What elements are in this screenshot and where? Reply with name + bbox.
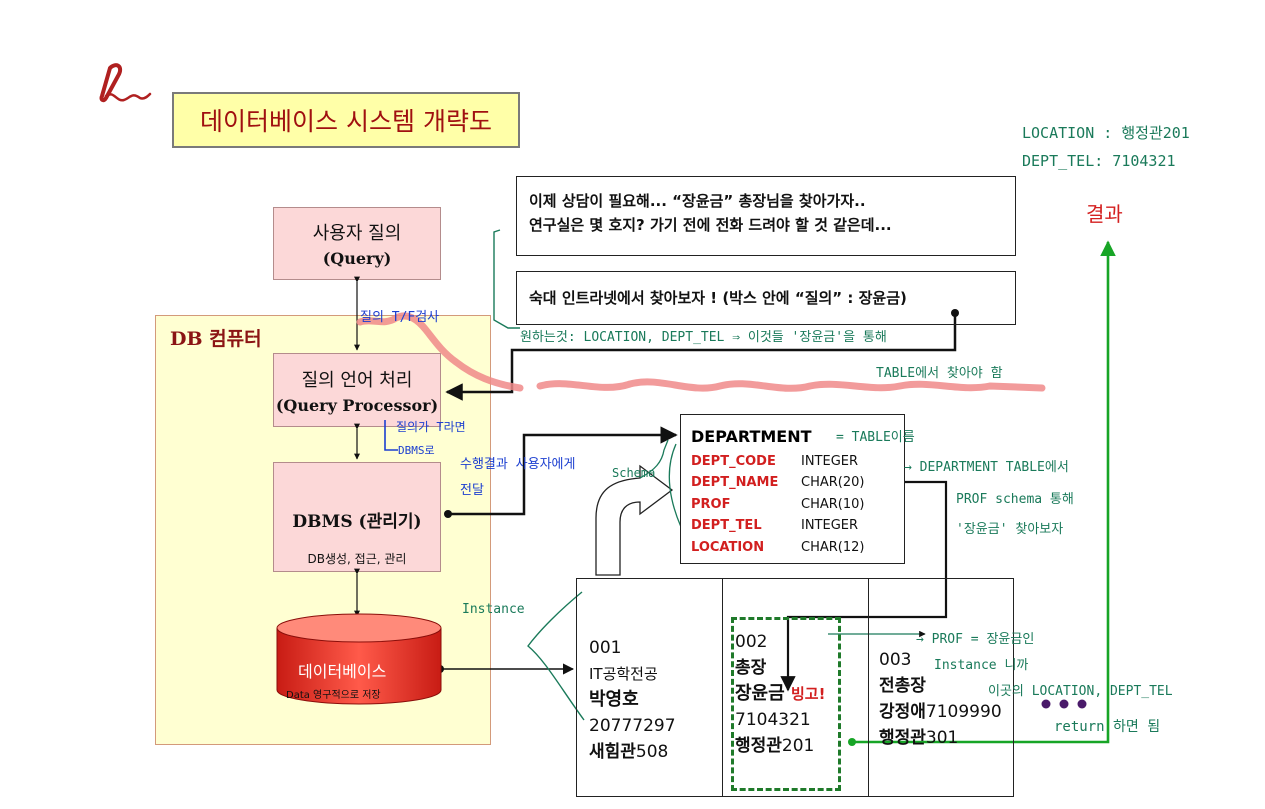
schema-column-type: INTEGER <box>801 518 859 533</box>
instance-name: IT공학전공 <box>589 665 658 683</box>
schema-column-type: CHAR(10) <box>801 497 865 512</box>
annotation-deliver: 수행결과 사용자에게 전달 <box>460 457 576 498</box>
result-label: 결과 <box>1086 202 1123 226</box>
annotation-find-in-table: TABLE에서 찾아야 함 <box>876 366 1003 381</box>
instance-record-1: 001 IT공학전공 박영호 20777297 새힘관508 <box>589 635 676 765</box>
annotation-return-2: return 하면 됨 <box>1054 719 1161 735</box>
instance-location-main: 행정관 <box>735 736 782 756</box>
database-label: 데이터베이스 <box>298 662 387 681</box>
schema-table-name: DEPARTMENT <box>691 427 812 446</box>
schema-column-name: DEPT_CODE <box>691 454 776 469</box>
message-box-2: 숙대 인트라넷에서 찾아보자 ! (박스 안에 “질의” : 장윤금) <box>516 271 1016 325</box>
annotation-prof-schema: PROF schema 통해 <box>956 492 1074 507</box>
annotation-prof-instance: → PROF = 장윤금인 <box>916 632 1035 647</box>
schema-column-type: CHAR(12) <box>801 540 865 555</box>
db-computer-label: DB 컴퓨터 <box>170 328 262 350</box>
instance-prof: 강정애 <box>879 702 926 722</box>
annotation-query-check: 질의 T/F검사 <box>360 310 440 325</box>
instance-tel: 20777297 <box>589 716 676 736</box>
instance-location-main: 행정관 <box>879 728 926 748</box>
query-processor-english: (Query Processor) <box>275 395 439 415</box>
annotation-to-dbms: DBMS로 <box>398 444 435 457</box>
user-query-box: 사용자 질의 (Query) <box>273 207 441 280</box>
result-line-2: DEPT_TEL: 7104321 <box>1022 152 1176 170</box>
pen-icon <box>99 63 152 103</box>
schema-row: DEPT_CODE <box>691 454 776 469</box>
schema-column-type: CHAR(20) <box>801 475 865 490</box>
instance-name: 총장 <box>735 658 767 678</box>
instance-location-main: 새힘관 <box>589 742 636 762</box>
schema-row: DEPT_TEL <box>691 518 762 533</box>
annotation-if-true: 질의가 T라면 <box>396 420 466 434</box>
instance-location: 행정관301 <box>879 725 1002 751</box>
schema-row: LOCATION <box>691 540 764 555</box>
schema-row: DEPT_NAME <box>691 475 778 490</box>
annotation-instance: Instance <box>462 602 525 617</box>
message-1-line-1: 이제 상담이 필요해... “장윤금” 총장님을 찾아가자.. <box>529 192 866 210</box>
schema-column-name: PROF <box>691 497 731 512</box>
instance-code: 003 <box>879 650 912 670</box>
department-schema-table: DEPARTMENT DEPT_CODE INTEGER DEPT_NAME C… <box>680 414 905 564</box>
bingo-badge: 빙고! <box>790 685 826 703</box>
instance-table: 001 IT공학전공 박영호 20777297 새힘관508 002 총장 장윤… <box>576 578 1014 797</box>
schema-column-type: INTEGER <box>801 454 859 469</box>
instance-prof: 장윤금 <box>735 683 785 704</box>
user-query-english: (Query) <box>322 249 392 268</box>
instance-code: 001 <box>589 638 622 658</box>
annotation-find-name: '장윤금' 찾아보자 <box>956 522 1064 537</box>
user-query-label: 사용자 질의 <box>312 223 402 244</box>
instance-tel: 7104321 <box>735 710 811 730</box>
dbms-box: DBMS (관리기) DB생성, 접근, 관리 <box>273 462 441 572</box>
dbms-label: DBMS (관리기) <box>292 512 422 532</box>
annotation-wanted: 원하는것: LOCATION, DEPT_TEL ⇒ 이것들 '장윤금'을 통해 <box>520 330 887 345</box>
annotation-table-name: = TABLE이름 <box>836 430 915 445</box>
match-highlight-box <box>731 617 841 791</box>
instance-location-num: 201 <box>781 736 815 756</box>
annotation-instance-then: Instance 니까 <box>934 658 1029 673</box>
message-box-1: 이제 상담이 필요해... “장윤금” 총장님을 찾아가자.. 연구실은 몇 호… <box>516 176 1016 256</box>
schema-column-name: DEPT_NAME <box>691 475 779 490</box>
instance-code: 002 <box>735 632 768 652</box>
instance-prof: 박영호 <box>589 689 639 710</box>
instance-tel: 7109990 <box>925 702 1002 722</box>
column-divider <box>868 579 869 796</box>
column-divider <box>722 579 723 796</box>
instance-prof-tel: 강정애7109990 <box>879 699 1002 725</box>
instance-location-num: 508 <box>635 742 669 762</box>
database-note: Data 영구적으로 저장 <box>286 690 381 701</box>
dbms-note: DB생성, 접근, 관리 <box>307 552 407 566</box>
instance-name: 전총장 <box>879 676 926 696</box>
instance-location-num: 301 <box>925 728 959 748</box>
instance-location: 행정관201 <box>735 733 825 759</box>
instance-record-2: 002 총장 장윤금 빙고! 7104321 행정관201 <box>735 629 825 759</box>
schema-column-name: LOCATION <box>691 540 765 555</box>
instance-location: 새힘관508 <box>589 739 676 765</box>
query-processor-label: 질의 언어 처리 <box>301 369 413 391</box>
annotation-dept-table: → DEPARTMENT TABLE에서 <box>904 460 1069 475</box>
schema-row: PROF <box>691 497 730 512</box>
diagram-title: 데이터베이스 시스템 개략도 <box>172 92 520 148</box>
message-1-line-2: 연구실은 몇 호지? 가기 전에 전화 드려야 할 것 같은데... <box>529 216 892 234</box>
annotation-schema: Schema <box>612 466 656 480</box>
result-line-1: LOCATION : 행정관201 <box>1022 124 1190 142</box>
instance-prof-row: 장윤금 빙고! <box>735 681 825 707</box>
query-processor-box: 질의 언어 처리 (Query Processor) <box>273 353 441 427</box>
schema-column-name: DEPT_TEL <box>691 518 762 533</box>
instance-record-3: 003 전총장 강정애7109990 행정관301 <box>879 647 1002 751</box>
annotation-return: 이곳의 LOCATION, DEPT_TEL <box>988 684 1173 699</box>
